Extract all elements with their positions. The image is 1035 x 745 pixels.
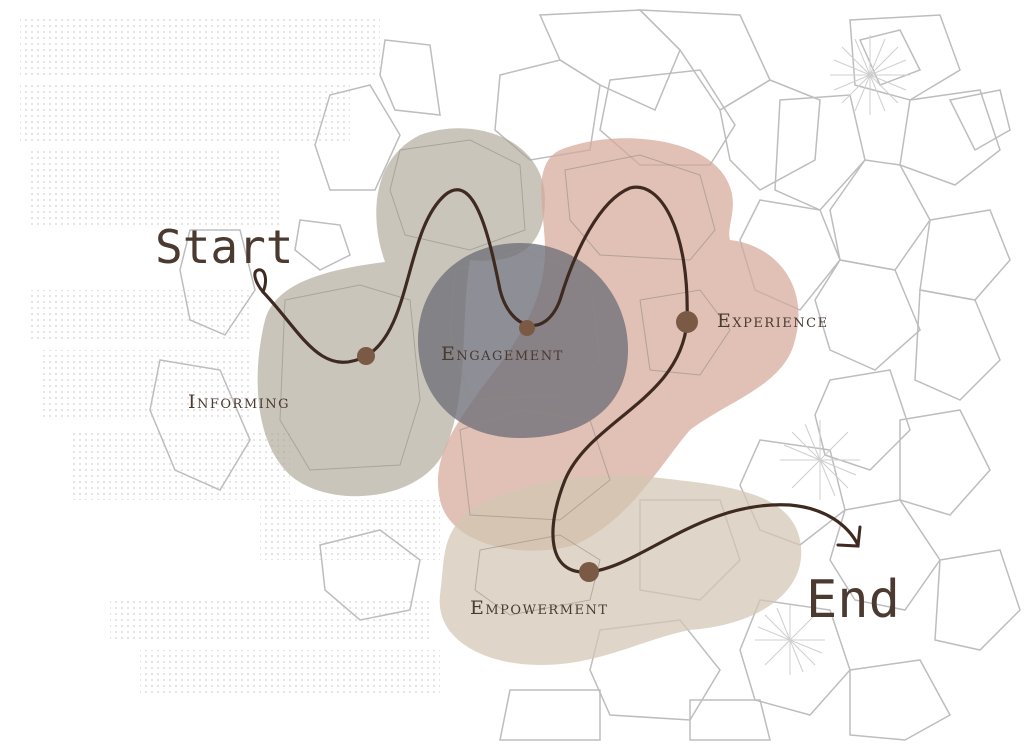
empowerment-node [579,562,599,582]
journey-path [261,185,860,574]
experience-label: Experience [717,310,829,332]
plan-detail [279,139,731,616]
dotted-background [20,15,440,695]
end-arrowhead [836,525,862,548]
engagement-node [519,320,535,336]
engagement-blob [418,243,628,438]
end-label: End [806,570,900,630]
engagement-label: Engagement [441,343,564,365]
cell-network [149,9,1021,741]
informing-label: Informing [188,391,290,413]
informing-node [357,347,375,365]
experience-node [676,311,698,333]
start-curl [253,268,267,293]
stage-blobs [257,128,802,665]
starburst-accents [755,35,910,675]
informing-blob [257,128,545,497]
empowerment-label: Empowerment [470,597,609,619]
empowerment-blob [439,475,802,665]
start-label: Start [155,220,293,274]
